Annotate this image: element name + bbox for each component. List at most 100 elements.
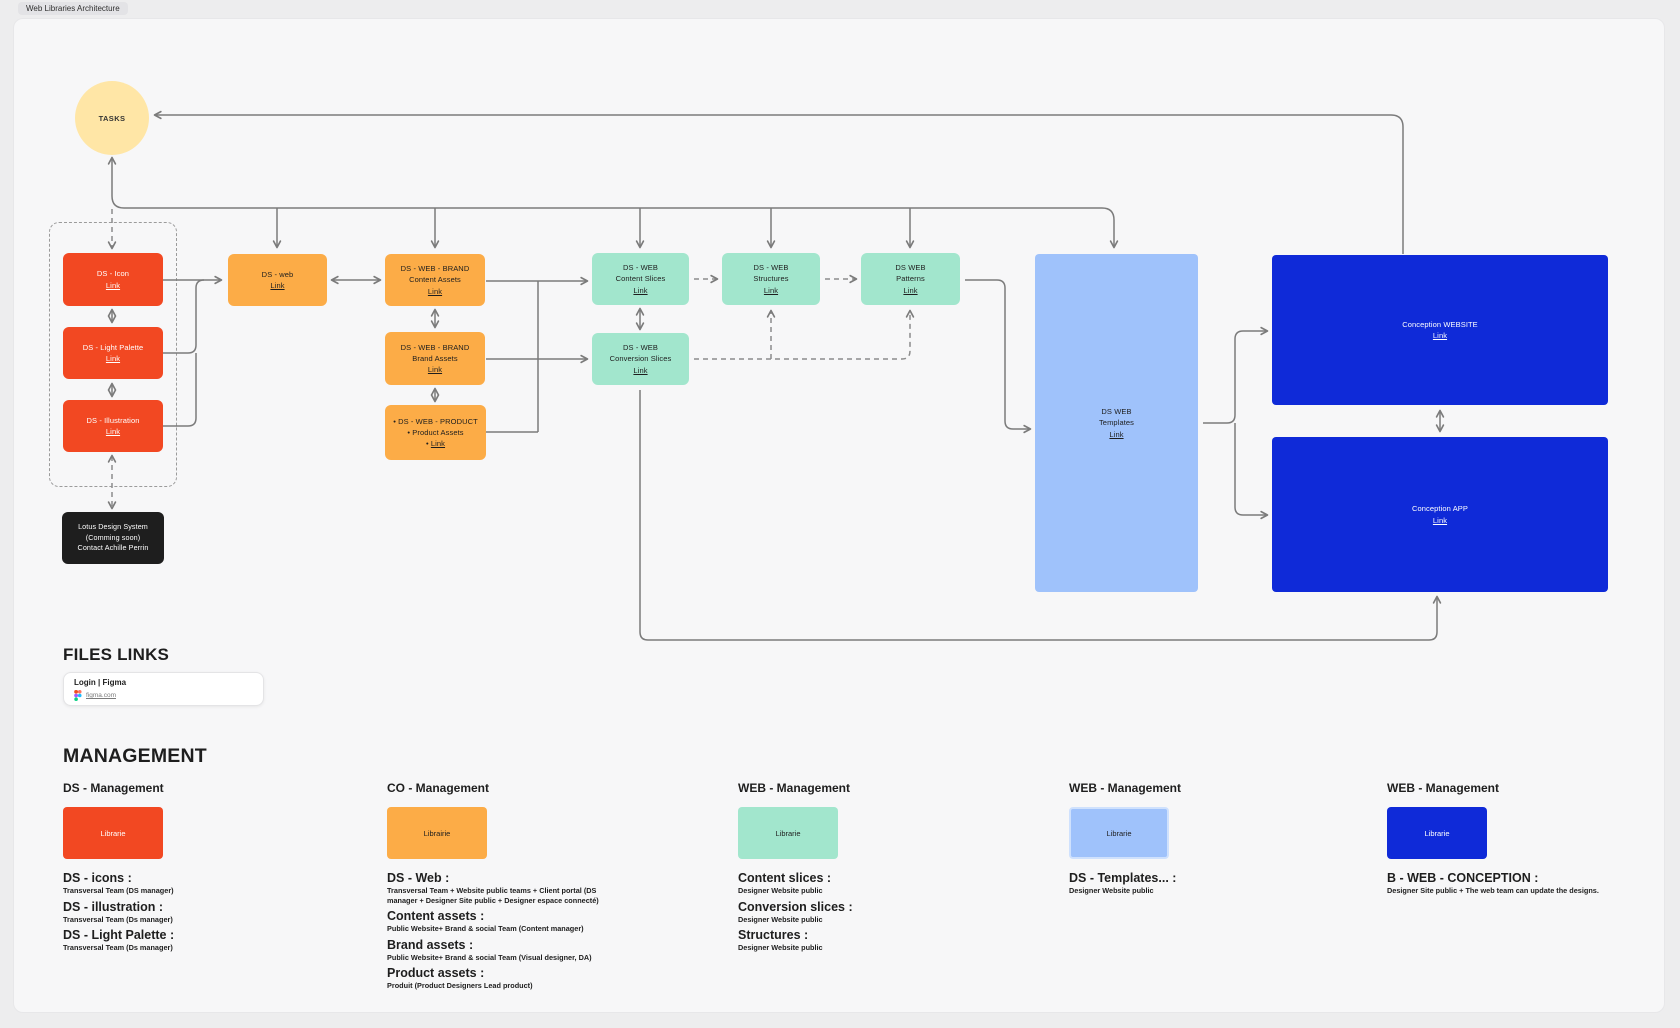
list-item: DS - Light Palette : Transversal Team (D… xyxy=(63,928,363,953)
content-assets-line1: DS - WEB - BRAND xyxy=(400,264,470,274)
figma-icon xyxy=(74,690,82,701)
content-slices-line2: Content Slices xyxy=(615,274,666,284)
node-tasks[interactable]: TASKS xyxy=(75,81,149,155)
conversion-slices-link[interactable]: Link xyxy=(633,365,648,375)
product-assets-link-row: • Link xyxy=(426,438,445,449)
item-detail: Transversal Team (Ds manager) xyxy=(63,943,173,952)
conversion-slices-line1: DS - WEB xyxy=(623,343,658,353)
list-item: DS - icons : Transversal Team (DS manage… xyxy=(63,871,363,896)
item-detail: Transversal Team (DS manager) xyxy=(63,886,174,895)
librarie-box-darkblue[interactable]: Librarie xyxy=(1387,807,1487,859)
item-name: DS - illustration : xyxy=(63,899,163,914)
patterns-line2: Patterns xyxy=(896,274,925,284)
node-content-assets[interactable]: DS - WEB - BRAND Content Assets Link xyxy=(385,254,485,306)
item-detail: Transversal Team + Website public teams … xyxy=(387,886,599,905)
ds-web-label: DS - web xyxy=(261,269,294,279)
tasks-label: TASKS xyxy=(98,113,126,123)
node-conception-website[interactable]: Conception WEBSITE Link xyxy=(1272,255,1608,405)
lotus-line2: (Comming soon) xyxy=(85,532,141,542)
librarie-box-orange[interactable]: Librairie xyxy=(387,807,487,859)
patterns-line1: DS WEB xyxy=(895,263,926,273)
figma-card-link-row: figma.com xyxy=(74,690,253,701)
list-item: DS - Web : Transversal Team + Website pu… xyxy=(387,871,622,905)
conversion-slices-line2: Conversion Slices xyxy=(609,354,672,364)
item-name: B - WEB - CONCEPTION : xyxy=(1387,871,1539,885)
item-detail: Designer Site public + The web team can … xyxy=(1387,886,1599,895)
librarie-box-red[interactable]: Librarie xyxy=(63,807,163,859)
item-detail: Designer Website public xyxy=(738,943,823,952)
conception-app-link[interactable]: Link xyxy=(1432,515,1448,525)
product-assets-line1: • DS - WEB - PRODUCT xyxy=(393,416,478,426)
content-assets-link[interactable]: Link xyxy=(427,286,443,296)
column-title: DS - Management xyxy=(63,781,164,795)
item-detail: Designer Website public xyxy=(738,914,823,924)
brand-assets-line2: Brand Assets xyxy=(412,353,458,363)
ds-illustration-label: DS - Illustration xyxy=(86,415,140,425)
list-item: Conversion slices : Designer Website pub… xyxy=(738,900,1038,925)
node-ds-icon[interactable]: DS - Icon Link xyxy=(63,253,163,306)
brand-assets-link[interactable]: Link xyxy=(427,365,443,375)
node-product-assets[interactable]: • DS - WEB - PRODUCT • Product Assets • … xyxy=(385,405,486,460)
management-column-web-3: WEB - Management Librarie B - WEB - CONC… xyxy=(1387,781,1657,900)
node-lotus-design-system[interactable]: Lotus Design System (Comming soon) Conta… xyxy=(62,512,164,564)
item-name: Structures : xyxy=(738,928,809,942)
conception-website-link[interactable]: Link xyxy=(1432,331,1448,340)
node-ds-web[interactable]: DS - web Link xyxy=(228,254,327,306)
content-assets-line2: Content Assets xyxy=(409,275,461,285)
item-name: DS - Light Palette : xyxy=(63,928,175,942)
product-assets-link[interactable]: Link xyxy=(430,439,446,449)
ds-illustration-link[interactable]: Link xyxy=(105,427,121,436)
item-detail: Public Website+ Brand & social Team (Vis… xyxy=(387,952,592,962)
node-ds-web-templates[interactable]: DS WEB Templates Link xyxy=(1035,254,1198,592)
librarie-label: Librairie xyxy=(423,828,451,838)
node-conception-app[interactable]: Conception APP Link xyxy=(1272,437,1608,592)
librarie-box-lightblue[interactable]: Librarie xyxy=(1069,807,1169,859)
management-heading: MANAGEMENT xyxy=(63,745,207,767)
column-title: WEB - Management xyxy=(1069,781,1182,795)
column-title: CO - Management xyxy=(387,781,490,795)
node-content-slices[interactable]: DS - WEB Content Slices Link xyxy=(592,253,689,305)
column-title: WEB - Management xyxy=(738,781,851,795)
lotus-line3: Contact Achille Perrin xyxy=(77,543,149,553)
item-name: Content slices : xyxy=(738,871,832,885)
node-brand-assets[interactable]: DS - WEB - BRAND Brand Assets Link xyxy=(385,332,485,385)
templates-link[interactable]: Link xyxy=(1109,429,1124,439)
item-name: Content assets : xyxy=(387,909,485,923)
item-name: Conversion slices : xyxy=(738,899,853,914)
ds-icon-link[interactable]: Link xyxy=(105,280,121,290)
conception-website-label: Conception WEBSITE xyxy=(1402,319,1478,329)
item-detail: Designer Website public xyxy=(1069,886,1154,895)
lotus-line1: Lotus Design System xyxy=(78,521,148,531)
management-column-co: CO - Management Librairie DS - Web : Tra… xyxy=(387,781,622,995)
node-conversion-slices[interactable]: DS - WEB Conversion Slices Link xyxy=(592,333,689,385)
ds-web-link[interactable]: Link xyxy=(270,281,285,290)
librarie-label: Librarie xyxy=(1424,828,1450,838)
item-detail: Designer Website public xyxy=(738,886,823,895)
board-title-pill[interactable]: Web Libraries Architecture xyxy=(18,2,128,15)
node-ds-light-palette[interactable]: DS - Light Palette Link xyxy=(63,327,163,379)
librarie-box-teal[interactable]: Librarie xyxy=(738,807,838,859)
list-item: Product assets : Produit (Product Design… xyxy=(387,966,622,991)
figma-card-title: Login | Figma xyxy=(74,678,127,687)
patterns-link[interactable]: Link xyxy=(903,285,918,295)
structures-link[interactable]: Link xyxy=(763,285,779,295)
structures-line1: DS - WEB xyxy=(753,263,789,273)
node-patterns[interactable]: DS WEB Patterns Link xyxy=(861,253,960,305)
list-item: DS - Templates... : Designer Website pub… xyxy=(1069,871,1359,896)
figma-card-url[interactable]: figma.com xyxy=(86,692,116,699)
ds-light-palette-link[interactable]: Link xyxy=(105,354,121,363)
item-name: Brand assets : xyxy=(387,937,474,952)
content-slices-link[interactable]: Link xyxy=(633,285,648,295)
files-links-heading: FILES LINKS xyxy=(63,645,170,664)
item-name: Product assets : xyxy=(387,966,485,980)
figma-file-card[interactable]: Login | Figma figma.com xyxy=(63,672,264,706)
ds-light-palette-label: DS - Light Palette xyxy=(82,342,144,352)
node-structures[interactable]: DS - WEB Structures Link xyxy=(722,253,820,305)
node-ds-illustration[interactable]: DS - Illustration Link xyxy=(63,400,163,452)
product-assets-line2: • Product Assets xyxy=(407,427,464,437)
ds-icon-label: DS - Icon xyxy=(96,269,130,279)
item-detail: Produit (Product Designers Lead product) xyxy=(387,981,533,990)
list-item: Structures : Designer Website public xyxy=(738,928,1038,953)
